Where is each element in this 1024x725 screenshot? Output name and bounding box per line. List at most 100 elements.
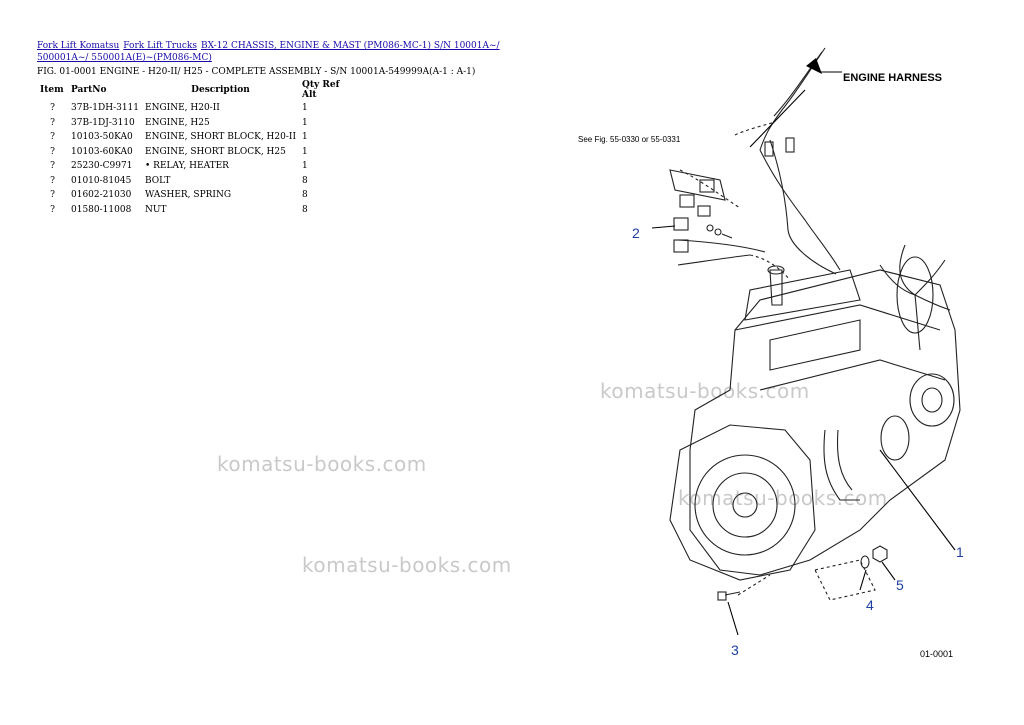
- cell-description: WASHER, SPRING: [145, 190, 232, 201]
- cell-partno: 01580-11008: [71, 204, 132, 215]
- washer-icon: [714, 228, 722, 236]
- cylinder-head: [769, 319, 861, 371]
- engine-harness-label: ENGINE HARNESS: [843, 72, 942, 84]
- leader-line: [879, 449, 956, 551]
- see-fig-label: See Fig. 55-0330 or 55-0331: [578, 135, 681, 144]
- cell-partno: 01010-81045: [71, 175, 132, 186]
- cell-partno: 10103-50KA0: [71, 132, 133, 143]
- harness-wire: [773, 51, 823, 117]
- cell-description: ENGINE, SHORT BLOCK, H20-II: [145, 132, 296, 143]
- cell-partno: 10103-60KA0: [71, 146, 133, 157]
- cell-item: ?: [50, 161, 55, 172]
- bolt-icon: [721, 233, 733, 239]
- cell-item: ?: [50, 204, 55, 215]
- cell-item: ?: [50, 117, 55, 128]
- engine-mount-dashed: [814, 559, 876, 601]
- rocker-cover: [744, 269, 861, 321]
- oil-filler-cap-icon: [767, 265, 785, 275]
- cell-description: NUT: [145, 204, 167, 215]
- relay-icon: [699, 179, 715, 193]
- cell-item: ?: [50, 190, 55, 201]
- callout-3: 3: [731, 642, 739, 658]
- watermark: komatsu-books.com: [217, 452, 427, 476]
- watermark: komatsu-books.com: [302, 553, 512, 577]
- cell-partno: 25230-C9971: [71, 161, 133, 172]
- table-row: ? 37B-1DJ-3110 ENGINE, H25 1: [37, 116, 355, 131]
- exhaust-pipe: [837, 429, 853, 491]
- cell-item: ?: [50, 103, 55, 114]
- cell-qty: 1: [302, 132, 308, 143]
- cell-description: ENGINE, H25: [145, 117, 210, 128]
- engine-exploded-diagram: ENGINE HARNESS See Fig. 55-0330 or 55-03…: [578, 47, 964, 659]
- connector-icon: [764, 141, 774, 157]
- leader-line: [727, 601, 739, 636]
- watermark: komatsu-books.com: [600, 379, 810, 403]
- table-row: ? 10103-60KA0 ENGINE, SHORT BLOCK, H25 1: [37, 145, 355, 160]
- harness-wire: [679, 169, 741, 209]
- cell-description: • RELAY, HEATER: [145, 161, 229, 172]
- table-row: ? 37B-1DH-3111 ENGINE, H20-II 1: [37, 101, 355, 116]
- cell-partno: 37B-1DJ-3110: [71, 117, 135, 128]
- table-row: ? 01010-81045 BOLT 8: [37, 174, 355, 189]
- harness-wire: [749, 254, 791, 281]
- callout-5: 5: [896, 577, 904, 593]
- cell-description: ENGINE, H20-II: [145, 103, 220, 114]
- oil-filter-icon: [880, 415, 910, 461]
- figure-title: FIG. 01-0001 ENGINE - H20-II/ H25 - COMP…: [37, 67, 476, 77]
- cell-item: ?: [50, 132, 55, 143]
- breadcrumb-link-bx12-chassis[interactable]: BX-12 CHASSIS, ENGINE & MAST (PM086-MC-1…: [37, 41, 500, 63]
- callout-4: 4: [866, 597, 874, 613]
- exhaust-pipe: [823, 429, 860, 501]
- alternator-pulley: [921, 387, 943, 413]
- cell-item: ?: [50, 146, 55, 157]
- figure-code: 01-0001: [920, 649, 953, 659]
- harness-wire: [769, 139, 837, 275]
- cell-qty: 1: [302, 146, 308, 157]
- harness-wire: [677, 239, 766, 253]
- breadcrumb-link-fork-lift-komatsu[interactable]: Fork Lift Komatsu: [37, 41, 120, 51]
- header-partno: PartNo: [71, 85, 107, 95]
- breadcrumb-link-fork-lift-trucks[interactable]: Fork Lift Trucks: [123, 41, 197, 51]
- nut-icon: [872, 545, 888, 563]
- header-qty-ref-alt: Qty Ref Alt: [302, 80, 340, 100]
- table-row: ? 10103-50KA0 ENGINE, SHORT BLOCK, H20-II 1: [37, 130, 355, 145]
- flywheel-inner: [712, 472, 778, 538]
- fan-icon: [879, 244, 951, 351]
- cell-qty: 1: [302, 117, 308, 128]
- arrow-icon: [806, 58, 822, 74]
- leader-line: [859, 569, 867, 591]
- flywheel-hub: [732, 492, 758, 518]
- cell-qty: 8: [302, 175, 308, 186]
- flywheel-icon: [694, 454, 796, 556]
- table-header-row: Item PartNo Description Qty Ref Alt: [37, 79, 355, 101]
- parts-table: Item PartNo Description Qty Ref Alt ? 37B…: [37, 79, 355, 217]
- cell-description: BOLT: [145, 175, 171, 186]
- relay-bracket: [669, 169, 726, 201]
- leader-line: [881, 561, 896, 581]
- harness-wire: [759, 149, 841, 271]
- callout-2: 2: [632, 225, 640, 241]
- relay-icon: [673, 217, 689, 231]
- flywheel-housing: [669, 424, 816, 581]
- cell-qty: 1: [302, 161, 308, 172]
- leader-line: [651, 225, 676, 229]
- washer-icon: [706, 224, 714, 232]
- cell-qty: 8: [302, 190, 308, 201]
- header-description: Description: [191, 85, 250, 95]
- cell-qty: 1: [302, 103, 308, 114]
- relay-icon: [679, 194, 695, 208]
- connector-icon: [785, 137, 795, 153]
- leader-line: [749, 89, 806, 148]
- relay-icon: [697, 205, 711, 217]
- cell-description: ENGINE, SHORT BLOCK, H25: [145, 146, 286, 157]
- harness-wire: [677, 254, 751, 266]
- oil-filler: [769, 269, 783, 306]
- engine-edge: [734, 304, 941, 331]
- bolt-icon: [717, 591, 741, 601]
- cell-item: ?: [50, 175, 55, 186]
- engine-block: [689, 269, 961, 576]
- cell-partno: 37B-1DH-3111: [71, 103, 140, 114]
- table-row: ? 25230-C9971 • RELAY, HEATER 1: [37, 159, 355, 174]
